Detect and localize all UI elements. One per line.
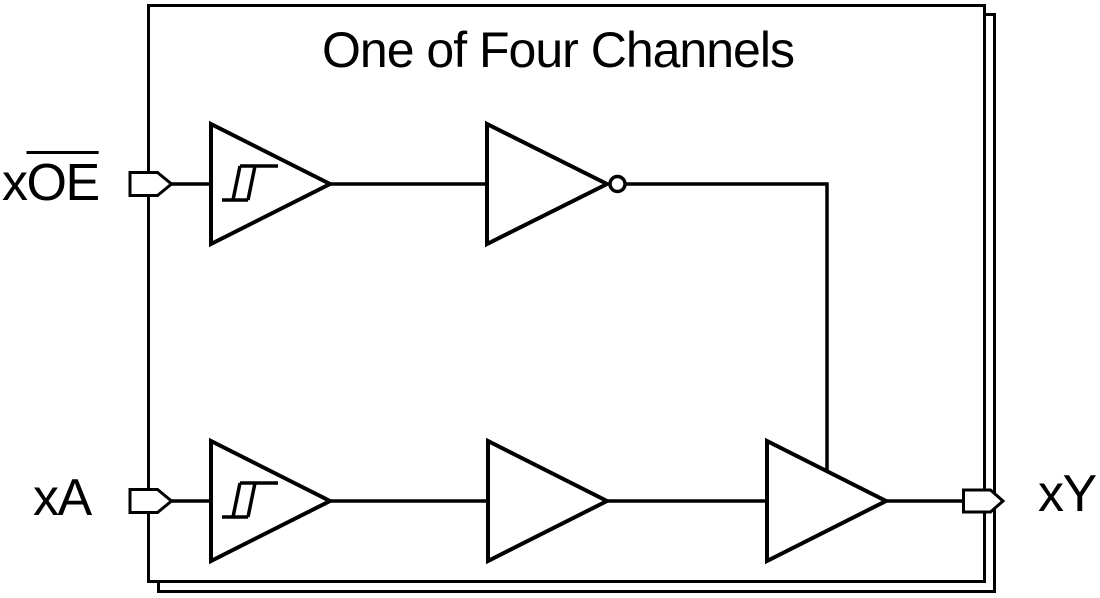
- hysteresis-icon-a: [222, 481, 278, 519]
- oe-schmitt-buffer-icon: [209, 120, 335, 248]
- oe-label-prefix: x: [2, 154, 28, 212]
- y-output-label: xY: [1038, 465, 1097, 523]
- oe-label-overlined: OE: [26, 154, 101, 212]
- middle-buffer-icon: [486, 437, 612, 565]
- a-schmitt-buffer-icon: [209, 437, 335, 565]
- diagram-title: One of Four Channels: [322, 22, 795, 78]
- inverter-bubble-icon: [608, 174, 627, 194]
- a-input-label: xA: [33, 469, 92, 527]
- output-buffer-icon: [765, 437, 891, 565]
- hysteresis-icon-oe: [222, 164, 278, 202]
- a-input-port-icon: [128, 488, 174, 514]
- inverter-icon: [485, 120, 612, 248]
- enable-wire: [624, 182, 829, 472]
- y-output-port-icon: [962, 488, 1006, 514]
- oe-input-label: xOE: [2, 154, 101, 212]
- oe-input-port-icon: [128, 171, 174, 197]
